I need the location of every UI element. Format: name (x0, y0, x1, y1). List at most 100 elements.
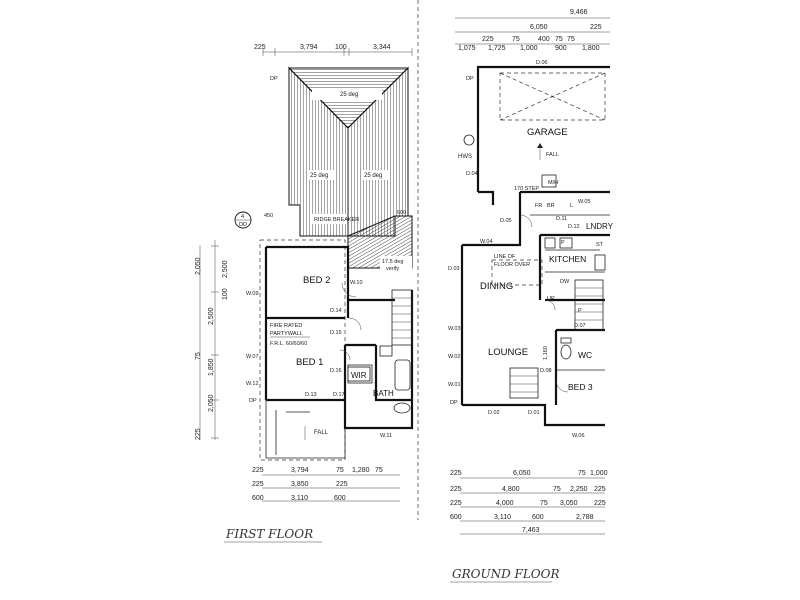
gf-dim-b2-0: 225 (450, 486, 462, 493)
ff-tag-w07: W.07 (246, 354, 259, 360)
ff-title: FIRST FLOOR (225, 527, 313, 541)
ff-tag-600: 600 (397, 210, 406, 216)
gf-dim-b4-3: 2,788 (576, 514, 594, 521)
gf-tag-dw: DW (560, 279, 570, 285)
gf-dim-top3-4: 1,800 (582, 45, 600, 52)
gf-dim-top3-3: 900 (555, 45, 567, 52)
ff-tag-w09: W.09 (246, 291, 259, 297)
gf-dim-b4-0: 600 (450, 514, 462, 521)
ff-dim-left-3: 75 (195, 352, 202, 360)
gf-tag-w03: W.03 (448, 326, 461, 332)
ff-tag-d13: D.13 (305, 392, 317, 398)
ff-room-wir: WIR (351, 371, 367, 380)
gf-note-stair-dim: 1,160 (543, 346, 549, 360)
gf-dim-b3-3: 3,050 (560, 500, 578, 507)
gf-dim-top3-1: 1,725 (488, 45, 506, 52)
ff-partywall-1: PARTYWALL (270, 331, 303, 337)
gf-note-floor-over-1: FLOOR OVER (494, 262, 530, 268)
gf-tag-d07: D.07 (574, 323, 586, 329)
ff-tag-w10: W.10 (350, 280, 363, 286)
gf-dim-top3-2: 1,000 (520, 45, 538, 52)
ff-bottom-dimensions: 225 3,794 75 1,280 75 225 3,850 225 600 … (252, 467, 400, 502)
ff-roof: 25 deg 25 deg 25 deg RIDGE BREAKER 17.5 … (264, 66, 413, 272)
ff-dim-top-1: 3,794 (300, 44, 318, 51)
ff-partywall-2: F.R.L. 60/60/60 (270, 341, 307, 347)
ff-tag-dp-top: DP (270, 76, 278, 82)
gf-dim-top-total: 9,466 (570, 9, 588, 16)
gf-dim-top2-2: 400 (538, 36, 550, 43)
gf-dim-b1-1: 6,050 (513, 470, 531, 477)
gf-tag-st: ST (596, 242, 604, 248)
ff-dim-b2-2: 225 (336, 481, 348, 488)
gf-tag-d06: D.06 (536, 60, 548, 66)
ff-fall-label: FALL (314, 430, 329, 436)
gf-note-floor-over-0: LINE OF (494, 254, 516, 260)
ff-dim-b2-0: 225 (252, 481, 264, 488)
ff-dim-left-2: 2,500 (208, 307, 215, 325)
gf-dim-b1-0: 225 (450, 470, 462, 477)
ff-roof-pitch-top: 25 deg (340, 92, 358, 98)
gf-dim-b1-2: 75 (578, 470, 586, 477)
gf-tag-br: BR (547, 203, 555, 209)
gf-tag-dp-top: DP (466, 76, 474, 82)
ff-tag-d17: D.17 (333, 392, 345, 398)
gf-title: GROUND FLOOR (452, 567, 560, 581)
gf-tag-fr: FR (535, 203, 542, 209)
gf-tag-d02: D.02 (488, 410, 500, 416)
gf-note-step: 170 STEP (514, 186, 539, 192)
ff-dim-left-6: 225 (195, 428, 202, 440)
ff-dim-left-5: 2,050 (208, 394, 215, 412)
gf-tag-d12: D.12 (568, 224, 580, 230)
gf-room-bed3: BED 3 (568, 382, 593, 392)
ff-dim-left-top-1: 2,500 (222, 260, 229, 278)
gf-tag-d11: D.11 (556, 216, 567, 222)
gf-dim-b4-2: 600 (532, 514, 544, 521)
gf-dim-b2-1: 4,800 (502, 486, 520, 493)
gf-dim-bottom-total: 7,463 (522, 527, 540, 534)
gf-dim-b1-3: 1,000 (590, 470, 608, 477)
ff-dim-b1-2: 75 (336, 467, 344, 474)
gf-room-laundry: LNDRY (586, 222, 614, 231)
gf-dim-top2-0: 225 (482, 36, 494, 43)
gf-tag-d04: D.04 (466, 171, 478, 177)
gf-tag-d03: D.03 (448, 266, 460, 272)
gf-dim-top2-1: 75 (512, 36, 520, 43)
ff-room-bath: BATH (373, 389, 394, 398)
gf-room-dining: DINING (480, 281, 513, 292)
ff-tag-dp-bottom: DP (249, 398, 257, 404)
gf-tag-dp-bottom: DP (450, 400, 458, 406)
gf-tag-w06: W.06 (572, 433, 585, 439)
gf-room-garage: GARAGE (527, 127, 568, 138)
gf-dim-b4-1: 3,110 (494, 514, 511, 521)
first-floor-plan: 225 3,794 100 3,344 25 deg 25 deg 25 deg… (195, 44, 414, 543)
ff-room-bed2: BED 2 (303, 275, 330, 286)
gf-tag-d01: D.01 (528, 410, 540, 416)
ff-tag-d15: D.15 (330, 330, 342, 336)
ff-stairs (391, 289, 413, 346)
gf-top-dimensions: 9,466 6,050 225 225 75 400 75 75 1,075 1… (455, 9, 610, 52)
ff-tag-w11: W.11 (380, 433, 392, 439)
gf-tag-w05: W.05 (578, 199, 591, 205)
gf-dim-b3-1: 4,000 (496, 500, 514, 507)
ff-tag-w12: W.12 (246, 381, 259, 387)
ff-dim-left-top-0: 100 (222, 288, 229, 300)
ff-roof-pitch-stair: 17.5 deg (382, 259, 403, 265)
ff-room-bed1: BED 1 (296, 357, 323, 368)
ff-partywall-note: FIRE RATED PARTYWALL F.R.L. 60/60/60 (270, 323, 310, 347)
ff-dim-top-0: 225 (254, 44, 266, 51)
ff-dim-left-4: 1,850 (208, 358, 215, 376)
ff-left-dimensions: 2,050 2,500 75 1,850 2,050 225 2,500 100 (195, 240, 229, 440)
gf-tag-up: UP (547, 296, 555, 302)
ff-dim-b2-1: 3,850 (291, 481, 309, 488)
gf-dim-b3-0: 225 (450, 500, 462, 507)
ff-dim-b3-1: 3,110 (291, 495, 308, 502)
ff-tag-d14: D.14 (330, 308, 342, 314)
gf-tag-w02: W.02 (448, 354, 461, 360)
gf-dim-b3-4: 225 (594, 500, 606, 507)
gf-dim-top1-0: 6,050 (530, 24, 548, 31)
gf-note-mh: M/H (548, 180, 558, 186)
gf-note-fall: FALL (546, 152, 559, 158)
ff-section-marker: 4 DD (234, 211, 252, 229)
gf-tag-l: L (570, 203, 573, 209)
